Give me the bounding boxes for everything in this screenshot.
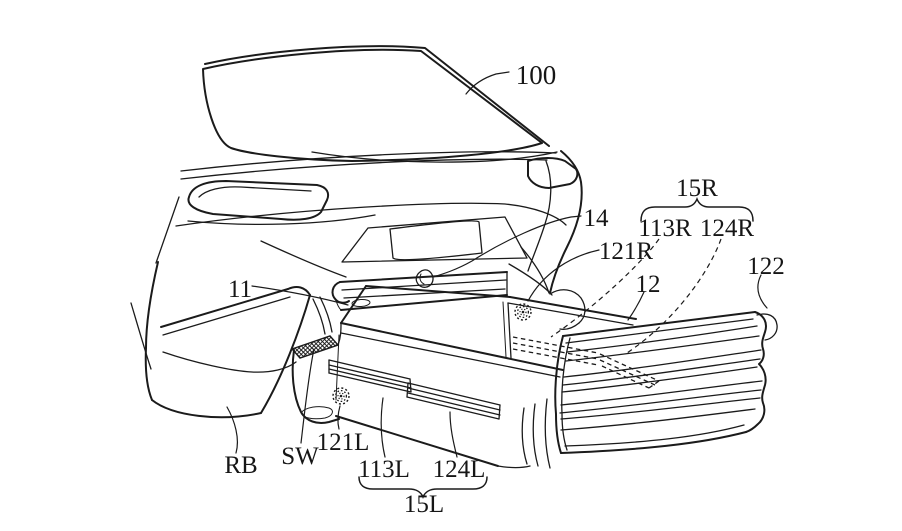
fascia-curve-right: [520, 246, 550, 294]
panel-corrugations: [559, 325, 763, 431]
roller-121R: [514, 303, 532, 321]
leader-124L: [449, 411, 458, 458]
fender-lower-curl-2: [559, 322, 580, 330]
drawer-left-top-edge: [340, 285, 367, 324]
tailgate-crease: [175, 202, 567, 227]
switch-strip: [290, 335, 340, 359]
panel-top-edge: [562, 311, 756, 337]
leader-12: [627, 291, 645, 321]
drawer-right-rim-2: [507, 302, 634, 326]
leader-113L: [380, 397, 386, 458]
rail-124L: [406, 382, 501, 420]
drawer-unit: [290, 285, 660, 469]
panel-left-edge: [554, 335, 564, 454]
drawer-inner-corner: [507, 302, 512, 359]
drawer-right-cap-3: [544, 398, 551, 469]
aperture-edge-1: [312, 298, 326, 335]
drawer-far-rim: [365, 285, 511, 298]
panel-right-edge: [745, 311, 767, 433]
bumper-corner: [287, 286, 311, 296]
leader-100: [465, 71, 510, 95]
leader-113R-dashed: [550, 238, 660, 338]
vehicle-rear-body: [130, 45, 586, 370]
license-plate-area: [389, 220, 483, 261]
drawer-bottom-corner: [497, 465, 531, 469]
right-fender-edge: [549, 150, 583, 294]
leader-124R-dashed: [626, 238, 722, 354]
wheel-arch-hint: [130, 302, 152, 370]
drawer-bottom-edge: [335, 415, 499, 467]
drawer-near-rim: [340, 322, 564, 371]
drawer-cap-recess: [300, 406, 333, 420]
label-14: 14: [584, 205, 610, 232]
left-taillight-inner: [198, 186, 312, 198]
brace-15L: [358, 476, 488, 500]
right-taillight: [527, 157, 579, 189]
shoulder-line-1: [180, 151, 557, 172]
label-12: 12: [636, 271, 661, 298]
left-taillight: [187, 180, 330, 221]
bumper-top-edge: [160, 288, 289, 328]
group-braces: [358, 196, 754, 500]
aperture-edge-2: [319, 296, 333, 333]
label-SW: SW: [281, 443, 319, 470]
label-113L: 113L: [358, 456, 410, 483]
label-15L: 15L: [404, 491, 444, 518]
latch-striker: [415, 269, 434, 288]
bumper-right-edge: [260, 294, 311, 414]
label-RB: RB: [224, 452, 257, 479]
label-100: 100: [516, 60, 557, 90]
leader-14: [432, 215, 582, 278]
left-side-crease: [155, 196, 180, 264]
label-15R: 15R: [676, 175, 718, 202]
drawer-inner-corner-2: [502, 301, 507, 358]
leader-121L: [337, 405, 341, 430]
bumper-top-edge-2: [162, 296, 291, 336]
panel-top-edge-2: [565, 318, 754, 344]
leader-11: [251, 285, 349, 306]
shoulder-line-2: [180, 158, 548, 180]
leader-122: [757, 274, 768, 309]
rear-window: [202, 48, 543, 162]
label-124R: 124R: [700, 215, 755, 242]
brace-15R: [640, 196, 754, 222]
rear-bumper: [144, 286, 311, 419]
bumper-left-edge: [144, 347, 153, 401]
rail-113L: [328, 359, 412, 393]
label-113R: 113R: [638, 215, 692, 242]
drawer-left-cap: [291, 349, 340, 424]
drawer-near-rim-2: [340, 332, 561, 378]
taillight-band-bottom: [187, 214, 376, 226]
left-body-edge: [145, 261, 159, 349]
reference-labels: 100 14 121R 11 12 122 15R 113R 124R RB S…: [224, 60, 784, 518]
drawer-cap-join: [337, 322, 342, 346]
roller-121L: [332, 387, 350, 405]
drawer-right-rim: [509, 296, 637, 320]
license-recess: [341, 216, 528, 263]
label-121R: 121R: [599, 238, 654, 265]
panel-bottom-edge: [560, 431, 747, 454]
end-panel: [554, 311, 778, 454]
fascia-curve-left: [260, 240, 347, 278]
panel-bottom-edge-2: [564, 424, 745, 447]
label-121L: 121L: [317, 429, 370, 456]
bumper-crease: [162, 351, 297, 373]
panel-top-flap: [756, 313, 778, 341]
opening-sill-bar: [331, 271, 508, 311]
label-122: 122: [747, 253, 785, 280]
leader-lines: [226, 71, 768, 458]
label-124L: 124L: [433, 456, 486, 483]
drawer-right-cap-2: [532, 403, 539, 467]
leader-SW: [300, 348, 315, 444]
leader-RB: [226, 406, 239, 454]
label-11: 11: [228, 276, 252, 303]
panel-left-edge-2: [561, 337, 571, 451]
drawer-right-cap-1: [521, 407, 528, 465]
leader-121R: [527, 249, 600, 302]
rear-window-edge: [204, 45, 550, 147]
bumper-bottom-edge: [151, 399, 262, 419]
